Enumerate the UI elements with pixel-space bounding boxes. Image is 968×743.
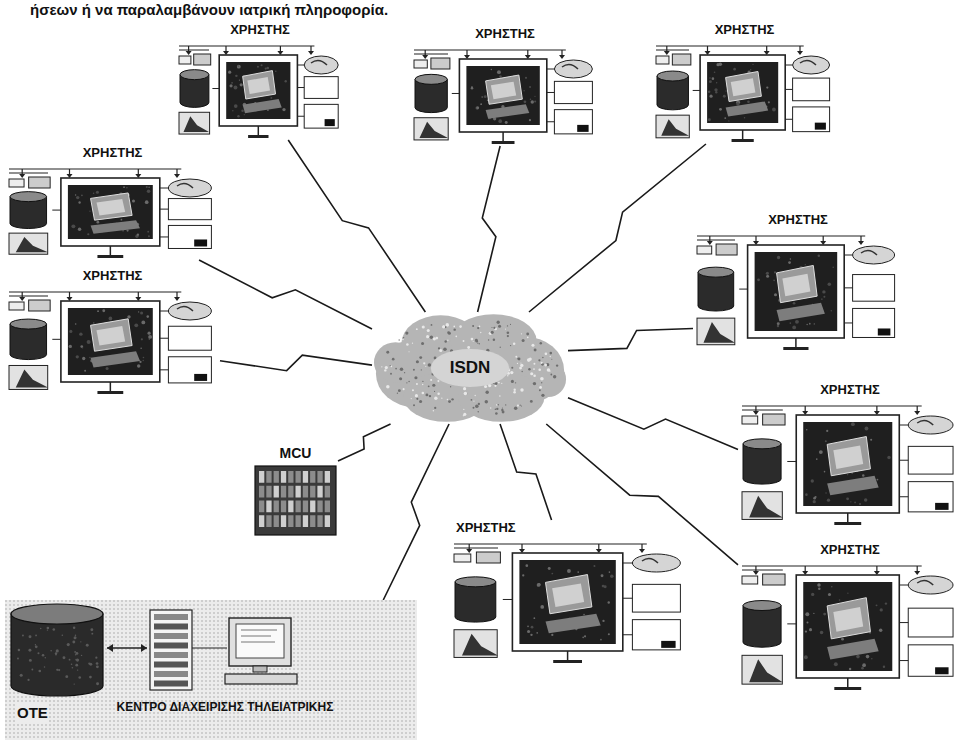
lightning-link [529,144,706,312]
station-heading: ΧΡΗΣΤΗΣ [820,382,880,398]
lightning-link [288,140,425,312]
center-name: ΟΤΕ [17,704,48,722]
station-heading: ΧΡΗΣΤΗΣ [83,145,143,161]
user-station: ΧΡΗΣΤΗΣ [410,26,600,146]
workstation-figure [450,539,690,665]
lightning-link [383,424,449,600]
user-station: ΧΡΗΣΤΗΣ [5,145,220,260]
workstation-figure [738,401,962,527]
station-heading: ΧΡΗΣΤΗΣ [230,22,290,38]
unit-label: MCU [280,445,312,461]
mcu-figure [253,464,338,537]
center-caption: ΚΕΝΤΡΟ ΔΙΑΧΕΙΡΙΣΗΣ ΤΗΛΕΙΑΤΡΙΚΗΣ [115,700,335,715]
workstation-figure [693,231,903,352]
station-heading: ΧΡΗΣΤΗΣ [820,542,880,558]
station-heading: ΧΡΗΣΤΗΣ [83,268,143,284]
user-station: ΧΡΗΣΤΗΣ [5,268,220,396]
station-heading: ΧΡΗΣΤΗΣ [768,212,828,228]
network-cloud: ISDN [372,312,568,424]
user-station: ΧΡΗΣΤΗΣ [738,382,962,527]
workstation-figure [5,287,220,396]
cut-caption-line: ήσεων ή να παραλαμβάνουν ιατρική πληροφο… [30,1,388,18]
management-center: ΟΤΕ ΚΕΝΤΡΟ ΔΙΑΧΕΙΡΙΣΗΣ ΤΗΛΕΙΑΤΡΙΚΗΣ [5,600,417,740]
station-heading: ΧΡΗΣΤΗΣ [475,26,535,42]
lightning-link [199,260,372,329]
lightning-link [220,355,372,371]
lightning-link [338,424,391,461]
station-heading: ΧΡΗΣΤΗΣ [456,520,516,536]
mcu-unit: MCU [253,445,338,537]
workstation-figure [5,164,220,260]
workstation-figure [175,41,345,140]
lightning-link [568,329,693,351]
workstation-figure [738,561,962,692]
user-station: ΧΡΗΣΤΗΣ [450,520,690,665]
network-label: ISDN [446,357,495,379]
workstation-figure [410,45,600,146]
lightning-link [500,424,552,520]
lightning-link [568,398,738,450]
user-station: ΧΡΗΣΤΗΣ [693,212,903,352]
center-figure [5,600,417,740]
lightning-link [478,146,501,312]
user-station: ΧΡΗΣΤΗΣ [738,542,962,692]
workstation-figure [652,41,837,144]
station-heading: ΧΡΗΣΤΗΣ [715,22,775,38]
user-station: ΧΡΗΣΤΗΣ [652,22,837,144]
user-station: ΧΡΗΣΤΗΣ [175,22,345,140]
